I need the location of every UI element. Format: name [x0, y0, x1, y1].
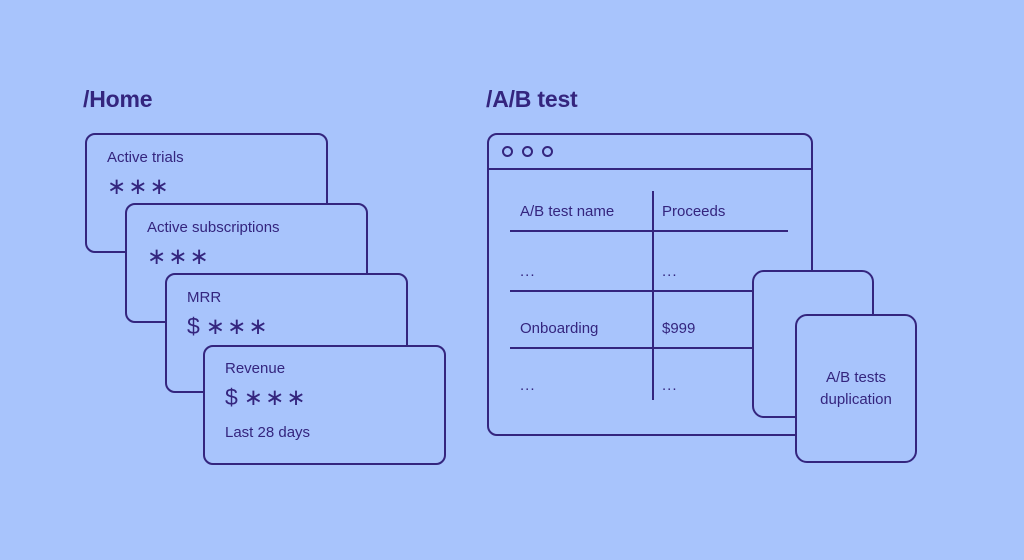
metric-value-stars: ∗∗∗: [205, 313, 270, 339]
metric-card-label: MRR: [187, 289, 222, 306]
abtest-table: A/B test name Proceeds ... ... Onboardin…: [510, 191, 788, 406]
duplication-label-line2: duplication: [820, 390, 892, 408]
table-cell-name: ...: [520, 377, 536, 394]
table-cell-value: ...: [662, 263, 678, 280]
table-row-rule: [510, 290, 788, 293]
table-column-divider: [652, 191, 655, 400]
metric-value-stars: ∗∗∗: [147, 243, 211, 269]
metric-card-value: ∗∗∗: [107, 175, 171, 198]
window-close-icon[interactable]: [502, 146, 513, 157]
currency-symbol: $: [187, 313, 201, 339]
metric-card-label: Active subscriptions: [147, 219, 280, 236]
metric-card-label: Active trials: [107, 149, 184, 166]
home-section-title: /Home: [83, 86, 153, 112]
window-maximize-icon[interactable]: [542, 146, 553, 157]
metric-card-value: ∗∗∗: [147, 245, 211, 268]
abtest-section-title: /A/B test: [486, 86, 578, 112]
duplication-card-front[interactable]: A/B tests duplication: [795, 314, 917, 463]
duplication-label-line1: A/B tests: [825, 368, 887, 386]
table-header-rule: [510, 230, 788, 233]
metric-card-subtext: Last 28 days: [225, 424, 311, 441]
table-header-ab-test-name: A/B test name: [520, 203, 615, 220]
table-row-rule: [510, 347, 788, 350]
window-minimize-icon[interactable]: [522, 146, 533, 157]
currency-symbol: $: [225, 384, 239, 410]
metric-value-stars: ∗∗∗: [107, 173, 171, 199]
table-cell-name: Onboarding: [520, 320, 599, 337]
metric-card-revenue[interactable]: Revenue $ ∗∗∗ Last 28 days: [203, 345, 446, 465]
table-cell-value: ...: [662, 377, 678, 394]
duplication-card-label: A/B tests duplication: [820, 367, 892, 411]
metric-card-label: Revenue: [225, 360, 286, 377]
metric-card-value: $ ∗∗∗: [187, 313, 270, 340]
metric-value-stars: ∗∗∗: [243, 384, 308, 410]
metric-card-value: $ ∗∗∗: [225, 384, 308, 411]
window-titlebar: [489, 135, 811, 170]
table-cell-name: ...: [520, 263, 536, 280]
table-cell-value: $999: [662, 320, 696, 337]
table-header-proceeds: Proceeds: [662, 203, 726, 220]
